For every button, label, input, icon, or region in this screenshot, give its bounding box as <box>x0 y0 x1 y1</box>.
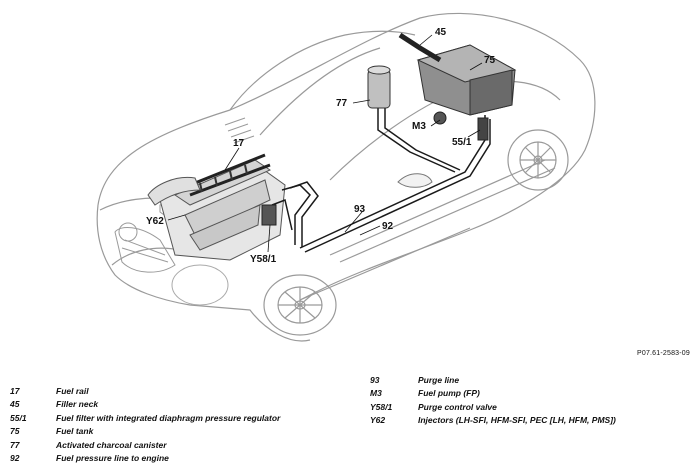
legend-code: 93 <box>370 375 380 385</box>
legend-code: Y62 <box>370 415 386 426</box>
legend-row: 55/1 Fuel filter with integrated diaphrag… <box>10 412 350 425</box>
legend-code: 92 <box>10 452 20 463</box>
legend-desc: Fuel pump (FP) <box>418 388 480 399</box>
legend-desc: Fuel rail <box>56 386 89 396</box>
legend-code: Y58/1 <box>370 401 393 412</box>
injectors <box>199 164 248 193</box>
front-grille <box>114 222 176 273</box>
callout-75: 75 <box>484 55 496 66</box>
callout-55-1: 55/1 <box>452 137 472 148</box>
legend-left: 17 Fuel rail 45 Filler neck 55/1 Fuel filte… <box>10 385 350 465</box>
legend-row: 77 Activated charcoal canister <box>10 439 350 452</box>
legend-desc: Activated charcoal canister <box>56 439 167 450</box>
legend-right: 93 Purge line M3 Fuel pump (FP) Y58/1 Purge… <box>370 374 690 428</box>
rear-wheel <box>507 129 569 191</box>
legend-desc: Fuel filter with integrated diaphragm pr… <box>56 412 281 423</box>
hood-vents <box>224 117 255 144</box>
legend-desc: Fuel tank <box>56 426 94 437</box>
legend-desc: Purge control valve <box>418 401 497 412</box>
legend-code: M3 <box>370 388 382 399</box>
legend-code: 55/1 <box>10 412 27 423</box>
air-intake <box>147 176 201 206</box>
legend-desc: Filler neck <box>56 399 99 410</box>
callout-45: 45 <box>435 27 447 38</box>
purge-control-valve <box>261 204 277 226</box>
legend-row: 92 Fuel pressure line to engine <box>10 452 350 465</box>
legend-code: 17 <box>10 386 20 396</box>
legend-desc: Purge line <box>418 375 460 385</box>
callout-17: 17 <box>233 138 245 149</box>
side-mirror <box>397 173 433 188</box>
legend-row: 93 Purge line <box>370 374 690 387</box>
figure-reference: P07.61-2583-09 <box>636 350 690 357</box>
fuel-rail <box>189 153 271 197</box>
legend-desc: Fuel pressure line to engine <box>56 452 169 463</box>
filler-neck <box>398 32 442 63</box>
callout-y62: Y62 <box>146 216 164 227</box>
fuel-tank <box>416 44 517 116</box>
legend-row: 75 Fuel tank <box>10 425 350 438</box>
charcoal-canister <box>367 65 391 109</box>
callout-92: 92 <box>382 221 394 232</box>
leader-lines <box>167 34 483 253</box>
legend-code: 77 <box>10 439 20 450</box>
callout-m3: M3 <box>412 121 426 132</box>
fuel-pump <box>433 111 447 125</box>
fuel-filter <box>477 117 489 141</box>
legend-code: 75 <box>10 426 20 437</box>
legend-code: 45 <box>10 399 20 410</box>
fuel-lines <box>271 105 491 253</box>
callout-93: 93 <box>354 204 366 215</box>
callout-y58-1: Y58/1 <box>250 254 277 265</box>
car-body-outline <box>96 12 596 342</box>
legend-desc: Injectors (LH-SFI, HFM-SFI, PEC [LH, HFM… <box>418 415 616 426</box>
callout-77: 77 <box>336 98 348 109</box>
legend-row: M3 Fuel pump (FP) <box>370 387 690 400</box>
legend-row: Y62 Injectors (LH-SFI, HFM-SFI, PEC [LH, … <box>370 414 690 427</box>
legend-row: 45 Filler neck <box>10 398 350 411</box>
legend-row: 17 Fuel rail <box>10 385 350 398</box>
legend-row: Y58/1 Purge control valve <box>370 401 690 414</box>
front-left-wheel <box>171 264 229 306</box>
front-wheel <box>263 274 337 336</box>
